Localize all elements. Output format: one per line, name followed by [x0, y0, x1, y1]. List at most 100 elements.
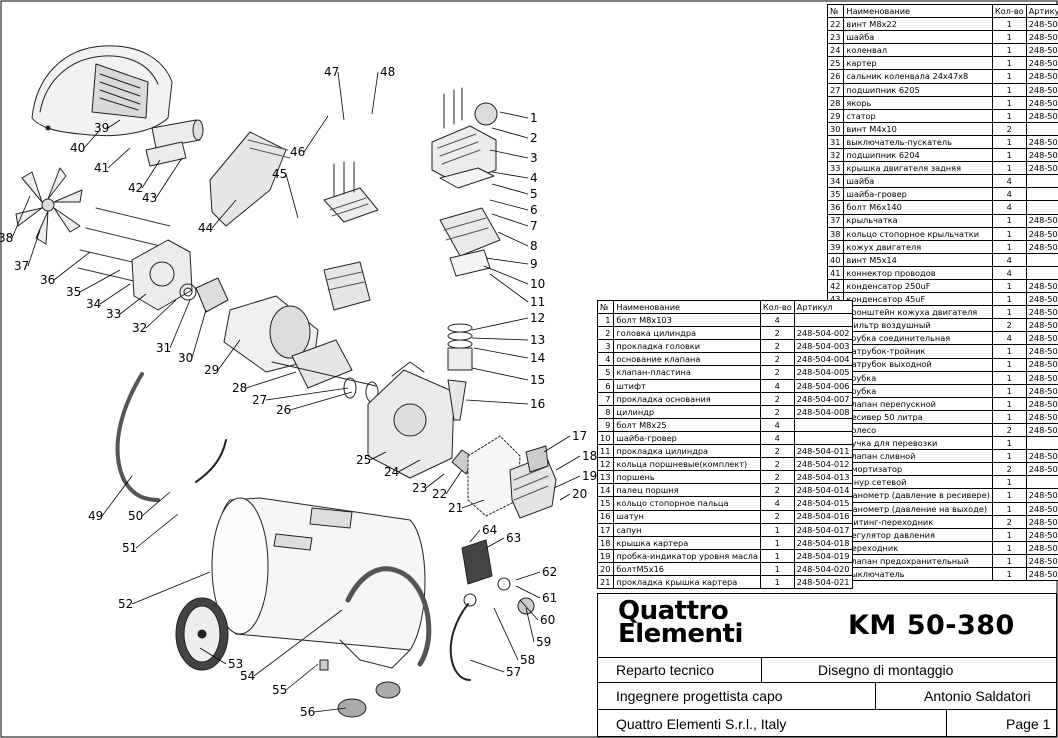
part-qty: 2 — [759, 404, 795, 419]
part-number: 5 — [596, 365, 615, 380]
callout-number: 3 — [530, 151, 538, 165]
leader-line — [465, 399, 529, 405]
title-row-department: Reparto tecnico Disegno di montaggio — [598, 657, 1056, 682]
leader-line — [519, 599, 539, 621]
callout-number: 54 — [240, 669, 255, 683]
part-number: 18 — [596, 535, 615, 550]
part-number: 17 — [596, 522, 615, 537]
leader-line — [425, 473, 445, 489]
part-name: сапун — [613, 522, 761, 537]
part-article — [1025, 252, 1058, 267]
leader-line — [11, 195, 31, 239]
part-article: 248-504-050 — [1025, 383, 1058, 398]
part-article: 248-504-004 — [793, 352, 853, 367]
leader-line — [245, 371, 297, 389]
title-block: Quattro Elementi KM 50-380 Reparto tecni… — [597, 593, 1057, 737]
part-article: 248-504-006 — [793, 378, 853, 393]
leader-line — [471, 317, 529, 331]
part-article: 248-504-045 — [1025, 318, 1058, 333]
part-article — [1025, 265, 1058, 280]
part-article: 248-504-047 — [1025, 344, 1058, 359]
callout-number: 4 — [530, 171, 538, 185]
part-article: 248-504-046 — [1025, 331, 1058, 346]
leader-line — [491, 171, 529, 179]
callout-number: 11 — [530, 295, 545, 309]
part-number: 24 — [826, 43, 845, 58]
part-name: кольца поршневые(комплект) — [613, 457, 761, 472]
callout-labels: 1234567891011121314151617181920212223242… — [0, 65, 597, 719]
part-name: болт M6x140 — [843, 200, 993, 215]
part-article: 248-504-005 — [793, 365, 853, 380]
part-article: 248-504-037 — [1025, 213, 1058, 228]
callout-number: 41 — [94, 161, 109, 175]
col-qty: Кол-во — [991, 3, 1027, 19]
part-qty: 4 — [991, 200, 1027, 215]
part-article: 248-504-023 — [1025, 30, 1058, 45]
model-name: KM 50-380 — [848, 610, 1015, 641]
part-name: шайба-гровер — [843, 187, 993, 202]
part-number: 1 — [596, 313, 615, 328]
part-qty: 1 — [991, 17, 1027, 32]
callout-number: 24 — [384, 465, 399, 479]
part-article: 248-504-013 — [793, 470, 853, 485]
callout-number: 32 — [132, 321, 147, 335]
callout-number: 61 — [542, 591, 557, 605]
part-qty: 1 — [991, 56, 1027, 71]
callout-number: 38 — [0, 231, 13, 245]
part-name: винт M4x10 — [843, 121, 993, 136]
part-article: 248-504-032 — [1025, 148, 1058, 163]
part-article — [793, 430, 853, 446]
callout-number: 22 — [432, 487, 447, 501]
callout-number: 33 — [106, 307, 121, 321]
pressure-switch-drawing — [449, 539, 535, 681]
callout-number: 44 — [198, 221, 213, 235]
part-name: статор — [843, 108, 993, 123]
callout-number: 60 — [540, 613, 555, 627]
engineer-role: Ingegnere progettista capo — [616, 688, 783, 704]
part-name: колесо — [843, 422, 993, 438]
parts-table-lower-header: № Наименование Кол-во Артикул — [596, 299, 853, 315]
leader-line — [141, 491, 171, 517]
title-row-company: Quattro Elementi S.r.l., Italy Page 1 — [598, 709, 1056, 737]
part-article: 248-504-016 — [793, 509, 853, 524]
table-row: 53колесо2248-504-053 — [826, 422, 1058, 438]
part-qty: 1 — [759, 522, 795, 537]
callout-number: 10 — [530, 277, 545, 291]
part-article: 248-504-007 — [793, 391, 853, 406]
part-qty: 1 — [991, 409, 1027, 425]
callout-number: 30 — [178, 351, 193, 365]
cylinder-left-drawing — [323, 161, 379, 311]
part-article: 248-504-051 — [1025, 396, 1058, 411]
part-name: подшипник 6204 — [843, 148, 993, 163]
part-number: 28 — [826, 95, 845, 110]
leader-line — [107, 119, 121, 129]
callout-number: 63 — [506, 531, 521, 545]
leader-line — [553, 475, 581, 489]
part-article: 248-504-018 — [793, 535, 853, 550]
leader-line — [313, 707, 347, 713]
part-name: основание клапана — [613, 352, 761, 367]
part-name: конденсатор 45uF — [843, 292, 993, 307]
callout-number: 5 — [530, 187, 538, 201]
callout-number: 17 — [572, 429, 587, 443]
part-number: 33 — [826, 161, 845, 176]
part-article: 248-504-025 — [1025, 56, 1058, 71]
part-name: трубка — [843, 370, 993, 385]
callout-number: 26 — [276, 403, 291, 417]
leader-line — [489, 199, 529, 211]
part-article: 248-504-002 — [793, 326, 853, 341]
